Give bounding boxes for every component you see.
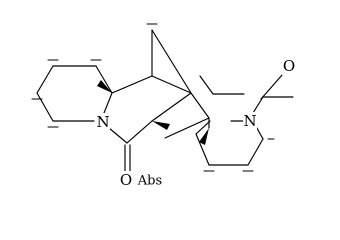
bond xyxy=(126,120,153,144)
stereo-wedges xyxy=(97,80,209,145)
nitrogen-label-left: N xyxy=(96,113,109,131)
bond xyxy=(190,92,210,119)
bond xyxy=(247,138,264,166)
bond xyxy=(199,75,214,95)
oxygen-label-right: O xyxy=(283,57,295,75)
molecule-diagram: N N O O Abs xyxy=(31,23,296,189)
wedge-bond xyxy=(199,128,209,145)
skeleton-bonds xyxy=(36,29,294,181)
wedge-bond xyxy=(97,80,112,93)
bond xyxy=(151,92,192,122)
bond xyxy=(103,92,113,114)
bond xyxy=(151,29,192,94)
bond xyxy=(151,75,192,94)
bond xyxy=(108,127,128,144)
atom-labels: N N O O Abs xyxy=(96,57,296,189)
bond xyxy=(36,65,54,94)
bond xyxy=(95,65,113,94)
bond xyxy=(111,75,153,94)
stereo-abs-label: Abs xyxy=(137,174,162,189)
oxygen-label-left: O xyxy=(120,171,132,189)
hydrogen-hash-marks xyxy=(31,23,275,172)
wedge-bond xyxy=(152,121,170,130)
bond xyxy=(164,117,210,139)
bond xyxy=(36,92,54,122)
bond xyxy=(195,133,210,166)
nitrogen-label-right: N xyxy=(243,112,256,130)
bond xyxy=(195,120,211,135)
